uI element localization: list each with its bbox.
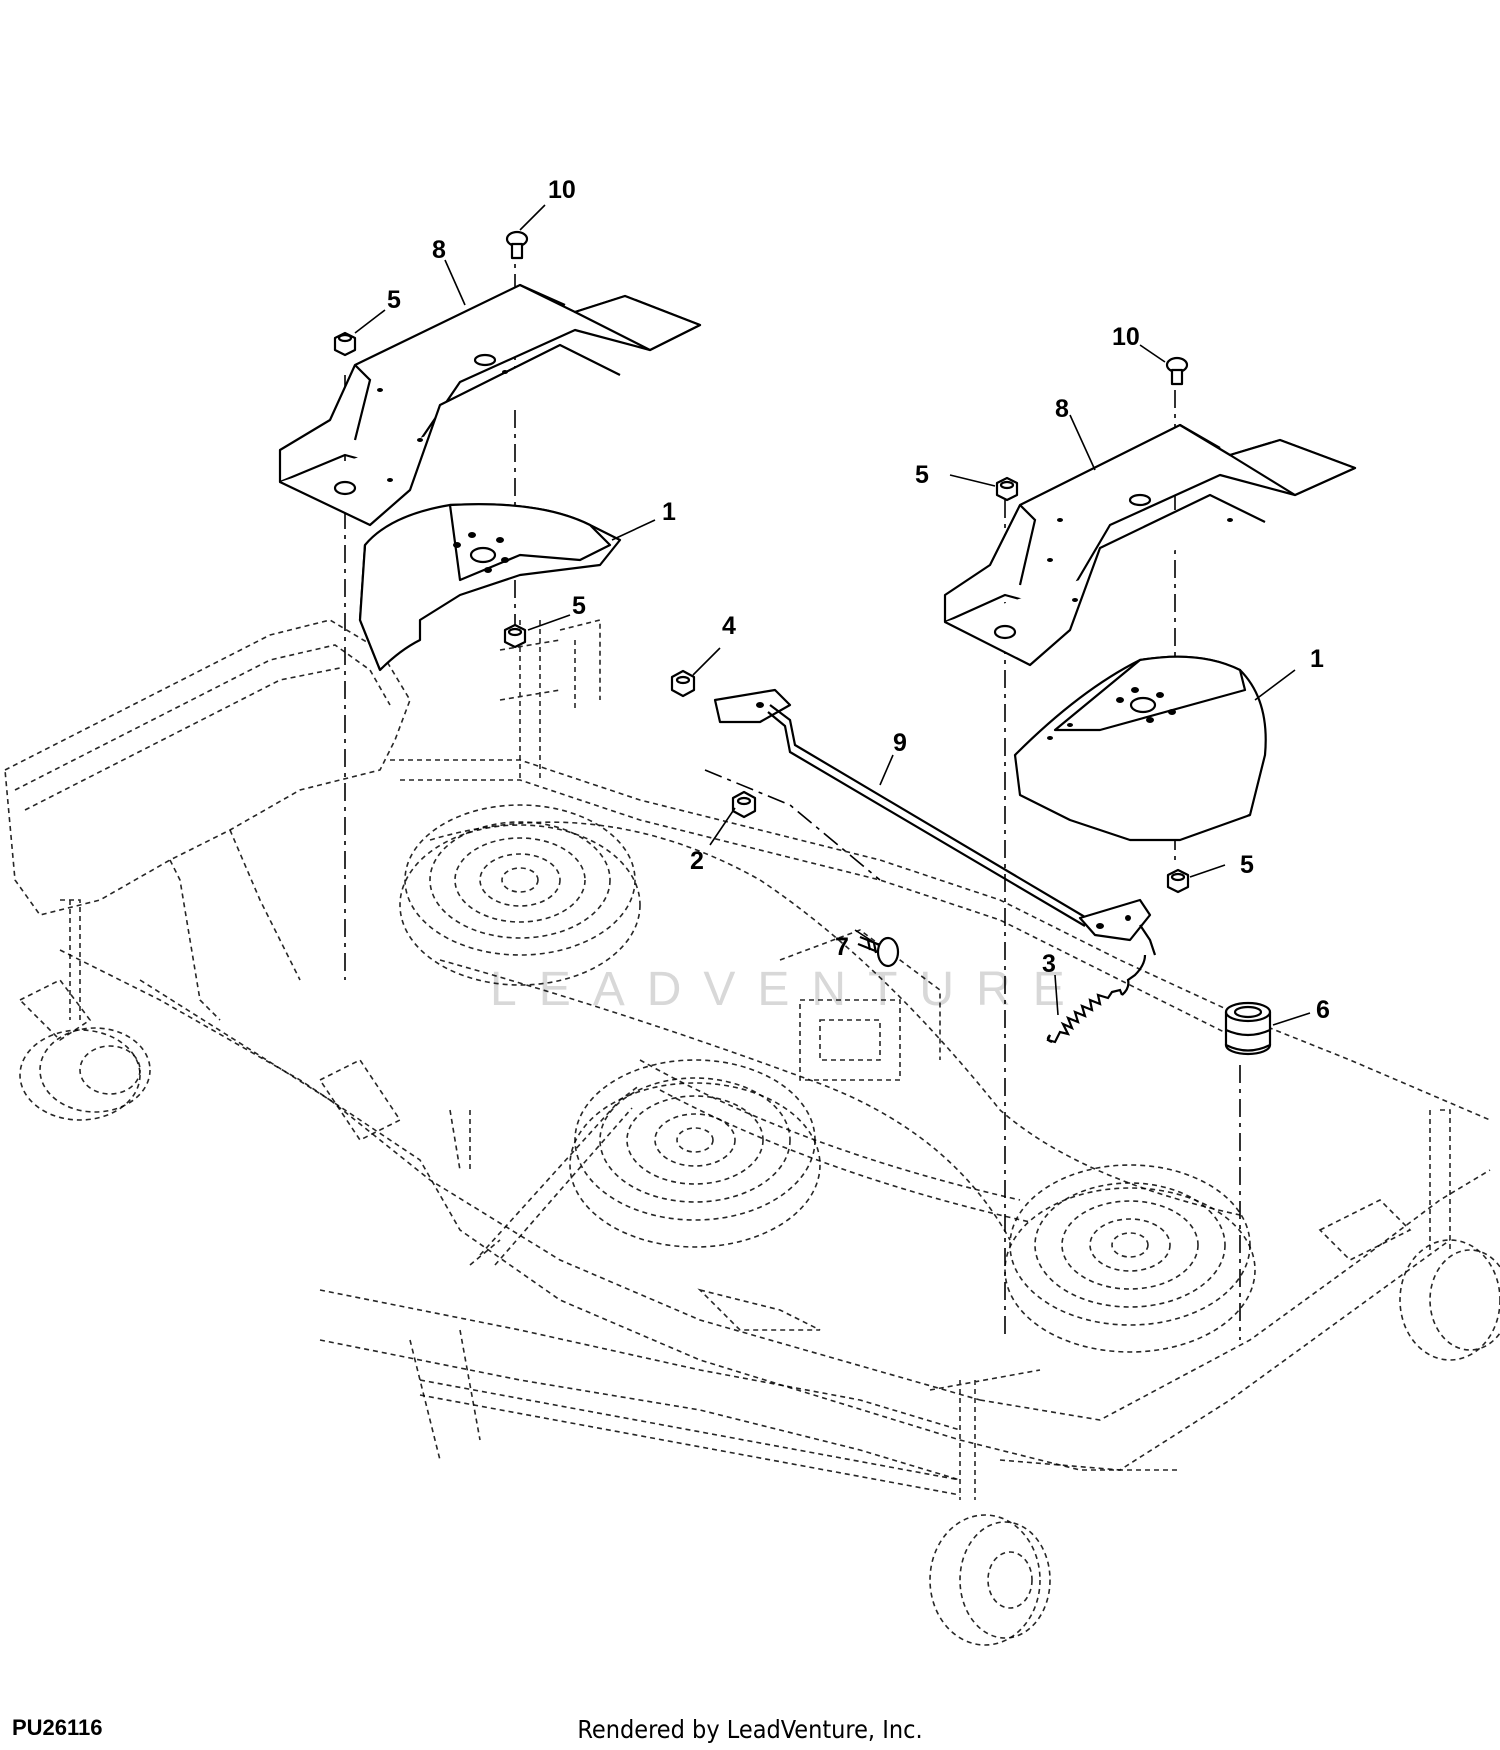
blade-shield-right (1013, 655, 1267, 842)
callout-3: 3 (1042, 950, 1056, 978)
leader-lines (354, 204, 1311, 1026)
callout-10-left: 10 (548, 176, 576, 204)
callout-5-under-left: 5 (572, 592, 586, 620)
watermark-text: LEADVENTURE (490, 963, 1087, 1016)
callout-2: 2 (690, 847, 704, 875)
nut-2 (731, 790, 757, 819)
callouts: 10 8 5 1 5 4 9 2 7 10 8 5 1 5 3 6 (387, 176, 1330, 1024)
bolt-7 (857, 935, 900, 968)
callout-5-under-right: 5 (1240, 851, 1254, 879)
idler-rod (713, 688, 1157, 956)
bracket-left (278, 283, 702, 527)
blade-shield-left (358, 503, 622, 672)
nut-4 (670, 669, 696, 698)
spring-3 (1046, 954, 1147, 1044)
nut-5b (503, 623, 527, 649)
callout-6: 6 (1316, 996, 1330, 1024)
callout-5-top-left: 5 (387, 286, 401, 314)
nut-5d (1166, 868, 1190, 894)
bracket-right (943, 423, 1357, 667)
render-credit: Rendered by LeadVenture, Inc. (577, 1715, 923, 1744)
nut-5a (333, 331, 357, 357)
callout-1-right: 1 (1310, 645, 1324, 673)
callout-4: 4 (722, 612, 736, 640)
callout-7: 7 (835, 933, 849, 961)
figure-id: PU26116 (12, 1715, 103, 1740)
mower-deck-phantom (4, 618, 1500, 1646)
carriage-bolt-left (505, 230, 529, 260)
callout-10-right: 10 (1112, 323, 1140, 351)
nut-5c (995, 476, 1019, 502)
callout-8-left: 8 (432, 236, 446, 264)
carriage-bolt-right (1165, 356, 1189, 386)
callout-9: 9 (893, 729, 907, 757)
callout-1-left: 1 (662, 498, 676, 526)
callout-8-right: 8 (1055, 395, 1069, 423)
bushing-6 (1224, 1001, 1272, 1056)
callout-5-top-right: 5 (915, 461, 929, 489)
